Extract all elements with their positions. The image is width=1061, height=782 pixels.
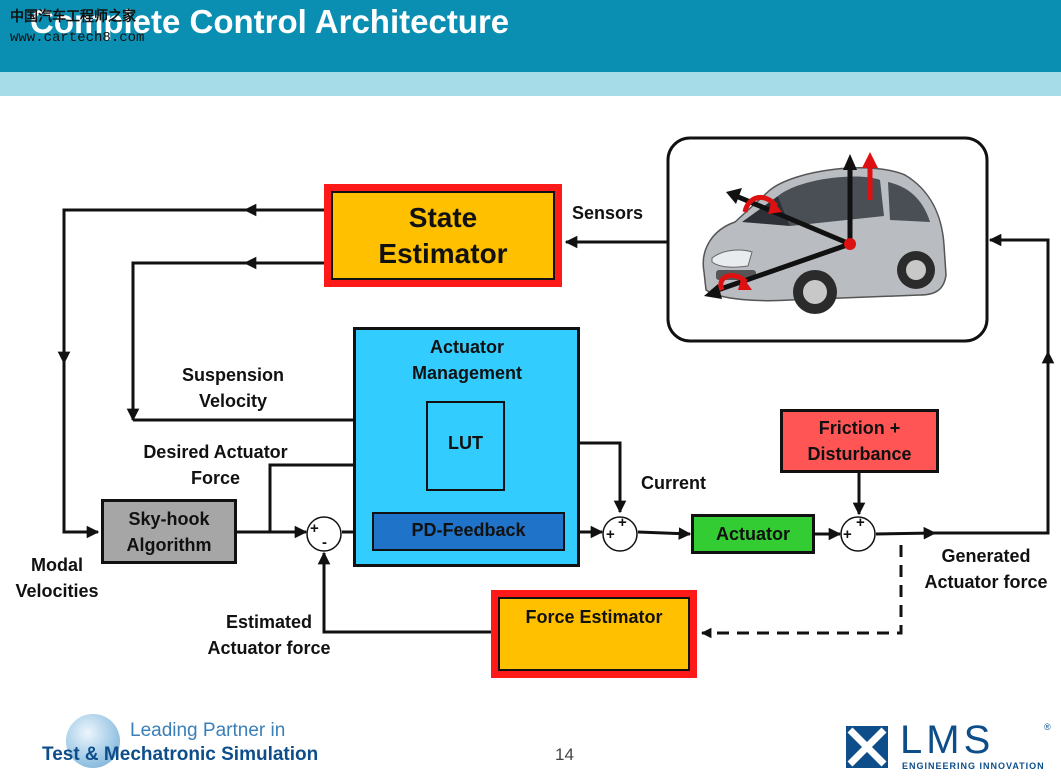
- sensors-label: Sensors: [572, 203, 644, 223]
- susp-line-left: [126, 261, 245, 422]
- modal-line-left: [57, 208, 245, 365]
- registered-mark: ®: [1044, 722, 1051, 732]
- pd-feedback-block[interactable]: PD-Feedback: [372, 512, 565, 551]
- state-estimator-block[interactable]: State Estimator: [324, 184, 562, 287]
- desired-force-label: Desired Actuator Force: [143, 442, 288, 488]
- vehicle-illustration: [666, 136, 989, 343]
- suspension-velocity-label: Suspension Velocity: [181, 365, 284, 411]
- lms-logo-subtitle: ENGINEERING INNOVATION: [902, 761, 1045, 771]
- lut-block[interactable]: LUT: [426, 401, 505, 491]
- estimated-force-label: Estimated Actuator force: [207, 612, 331, 658]
- estimated-force-line: [317, 551, 493, 634]
- friction-disturbance-block[interactable]: Friction + Disturbance: [780, 409, 939, 473]
- summing-junction-1: [306, 516, 342, 552]
- force-estimator-input-dashed: [700, 545, 903, 639]
- page-number: 14: [555, 745, 574, 764]
- force-estimator-block[interactable]: Force Estimator: [491, 590, 697, 678]
- footer-tagline-line1: Leading Partner in: [130, 720, 286, 741]
- lms-logo-text: LMS: [900, 718, 995, 762]
- sj2-plus-top-sign: +: [618, 514, 627, 531]
- watermark-url: www.cartech8.com: [10, 30, 145, 46]
- generated-force-line: [875, 526, 937, 540]
- sj3-plus-top-sign: +: [856, 514, 865, 531]
- lms-logo-icon: [846, 726, 888, 768]
- actuator-management-label: Actuator Management: [411, 337, 523, 383]
- slide-title: Complete Control Architecture: [30, 3, 510, 40]
- generated-force-label: Generated Actuator force: [924, 546, 1048, 592]
- summing-junction-2: [602, 516, 638, 552]
- title-bar-stripe: [0, 72, 1061, 96]
- watermark-chinese: 中国汽车工程师之家: [10, 9, 136, 25]
- summing-junction-3: [840, 516, 876, 552]
- sj1-minus-sign: -: [322, 534, 327, 551]
- modal-velocities-label: Modal Velocities: [15, 555, 99, 601]
- pd-feedback-label: PD-Feedback: [411, 520, 526, 540]
- footer-tagline-line2: Test & Mechatronic Simulation: [42, 744, 319, 765]
- current-label: Current: [641, 473, 707, 493]
- actuator-block[interactable]: Actuator: [691, 514, 815, 554]
- globe-icon: [66, 714, 120, 768]
- generated-force-to-car-line: [988, 233, 1050, 352]
- sj2-plus-left-sign: +: [606, 526, 615, 543]
- title-bar: [0, 0, 1061, 72]
- skyhook-block[interactable]: Sky-hook Algorithm: [101, 499, 237, 564]
- generated-force-up-line: [935, 350, 1055, 535]
- sj1-plus-sign: +: [310, 520, 319, 537]
- lut-label: LUT: [448, 433, 483, 453]
- sj3-plus-left-sign: +: [843, 526, 852, 543]
- state-estimator-label: State Estimator: [378, 201, 508, 269]
- sj2-to-actuator-line: [637, 527, 692, 540]
- friction-disturbance-label: Friction + Disturbance: [807, 418, 912, 464]
- actuator-label: Actuator: [715, 523, 790, 544]
- skyhook-label: Sky-hook Algorithm: [126, 508, 212, 555]
- modal-line-down: [62, 363, 100, 539]
- force-estimator-label: Force Estimator: [525, 607, 663, 627]
